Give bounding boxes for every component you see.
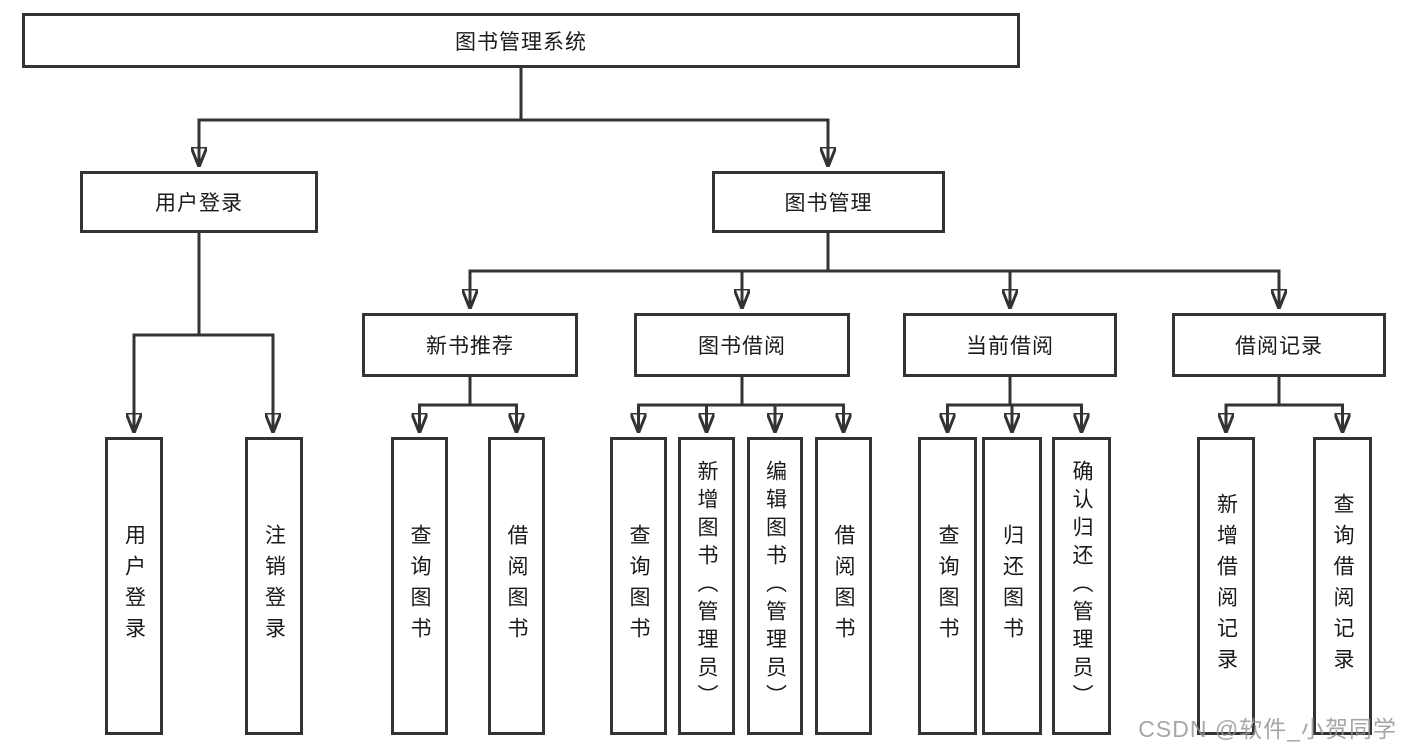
- node-current-borrowing-label: 当前借阅: [966, 335, 1054, 358]
- connector-bookborrow-to-leaves: [637, 377, 845, 432]
- node-user-login: 用户登录: [80, 171, 318, 233]
- node-book-management-label: 图书管理: [784, 192, 873, 215]
- connector-userlogin-to-leaves: [133, 233, 275, 432]
- connector-newbookrec-to-leaves: [418, 377, 518, 432]
- node-new-book-recommend: 新书推荐: [362, 313, 578, 377]
- leaf-bb-query-book-label: 查询图书: [627, 524, 650, 648]
- leaf-nbr-borrow-book: 借阅图书: [488, 437, 545, 735]
- leaf-bb-borrow-book-label: 借阅图书: [832, 524, 855, 648]
- node-borrowing-records-label: 借阅记录: [1235, 335, 1323, 358]
- node-book-borrowing: 图书借阅: [634, 313, 850, 377]
- leaf-cb-return-book: 归还图书: [982, 437, 1042, 735]
- leaf-logout-label: 注销登录: [262, 524, 286, 648]
- leaf-bb-edit-book-admin-label: 编辑图书（管理员）: [763, 460, 787, 712]
- leaf-user-login-label: 用户登录: [122, 524, 146, 648]
- leaf-cb-query-book-label: 查询图书: [936, 524, 959, 648]
- leaf-bb-add-book-admin: 新增图书（管理员）: [678, 437, 735, 735]
- node-new-book-recommend-label: 新书推荐: [426, 335, 514, 358]
- leaf-nbr-query-book-label: 查询图书: [408, 524, 431, 648]
- node-current-borrowing: 当前借阅: [903, 313, 1117, 377]
- leaf-bb-query-book: 查询图书: [610, 437, 667, 735]
- leaf-user-login: 用户登录: [105, 437, 163, 735]
- leaf-br-add-record: 新增借阅记录: [1197, 437, 1255, 735]
- leaf-nbr-query-book: 查询图书: [391, 437, 448, 735]
- leaf-cb-confirm-return-admin-label: 确认归还（管理员）: [1070, 460, 1093, 712]
- leaf-cb-confirm-return-admin: 确认归还（管理员）: [1052, 437, 1111, 735]
- leaf-bb-edit-book-admin: 编辑图书（管理员）: [747, 437, 803, 735]
- leaf-br-add-record-label: 新增借阅记录: [1214, 493, 1238, 679]
- leaf-br-query-record-label: 查询借阅记录: [1331, 493, 1354, 679]
- leaf-cb-return-book-label: 归还图书: [1000, 524, 1024, 648]
- node-book-borrowing-label: 图书借阅: [698, 335, 786, 358]
- node-root-system-label: 图书管理系统: [455, 30, 587, 54]
- csdn-watermark: CSDN @软件_小贺同学: [1138, 716, 1397, 742]
- connector-bookmgmt-to-level3: [469, 233, 1281, 308]
- node-user-login-label: 用户登录: [155, 192, 243, 215]
- node-borrowing-records: 借阅记录: [1172, 313, 1386, 377]
- node-book-management: 图书管理: [712, 171, 945, 233]
- leaf-cb-query-book: 查询图书: [918, 437, 977, 735]
- connector-currentborrow-to-leaves: [946, 377, 1083, 432]
- leaf-bb-add-book-admin-label: 新增图书（管理员）: [695, 460, 718, 712]
- leaf-br-query-record: 查询借阅记录: [1313, 437, 1372, 735]
- leaf-nbr-borrow-book-label: 借阅图书: [505, 524, 528, 648]
- node-root-system: 图书管理系统: [22, 13, 1020, 68]
- leaf-logout: 注销登录: [245, 437, 303, 735]
- leaf-bb-borrow-book: 借阅图书: [815, 437, 872, 735]
- connector-borrowrecord-to-leaves: [1225, 377, 1345, 432]
- connector-root-to-level2: [198, 68, 830, 166]
